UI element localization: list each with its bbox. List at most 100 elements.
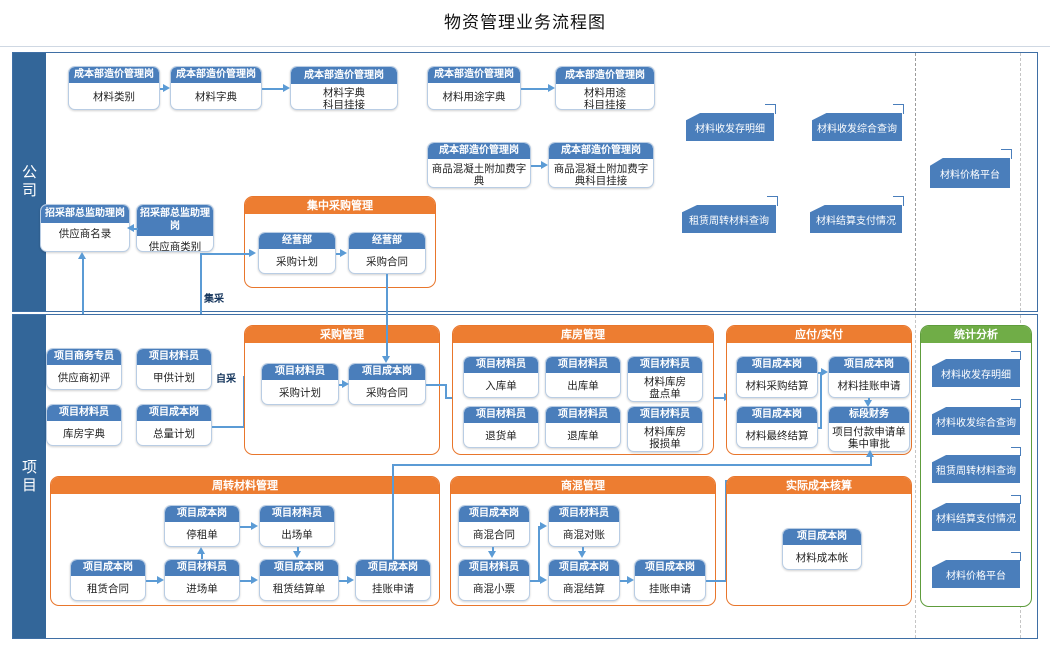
node-material-usage-subject-link[interactable]: 成本部造价管理岗 材料用途 科目挂接 bbox=[555, 66, 655, 110]
analysis-report-price-platform[interactable]: 材料价格平台 bbox=[932, 560, 1020, 588]
analysis-report-inventory-detail[interactable]: 材料收发存明细 bbox=[932, 359, 1020, 387]
node-material-usage-dictionary[interactable]: 成本部造价管理岗 材料用途字典 bbox=[427, 66, 521, 110]
group-title: 应付/实付 bbox=[727, 326, 911, 343]
connector bbox=[212, 426, 244, 428]
report-material-inventory-detail[interactable]: 材料收发存明细 bbox=[686, 113, 774, 141]
connector bbox=[386, 314, 388, 359]
report-corner-mark bbox=[1011, 552, 1021, 561]
node-role: 项目成本岗 bbox=[356, 560, 430, 576]
node-role: 项目材料员 bbox=[546, 357, 620, 373]
connector bbox=[870, 455, 872, 465]
node-concrete-payable-application[interactable]: 项目成本岗 挂账申请 bbox=[634, 559, 706, 601]
arrow-head bbox=[488, 551, 496, 558]
connector bbox=[820, 372, 822, 428]
group-title: 周转材料管理 bbox=[51, 477, 439, 494]
node-material-dictionary-subject-link[interactable]: 成本部造价管理岗 材料字典 科目挂接 bbox=[290, 66, 398, 110]
node-total-quantity-plan[interactable]: 项目成本岗 总量计划 bbox=[136, 404, 212, 446]
arrow-head bbox=[251, 522, 258, 530]
node-role: 项目成本岗 bbox=[737, 407, 817, 423]
arrow-head bbox=[78, 252, 86, 259]
connector bbox=[82, 258, 84, 314]
node-concrete-contract[interactable]: 项目成本岗 商混合同 bbox=[458, 505, 530, 547]
group-title: 库房管理 bbox=[453, 326, 713, 343]
node-role: 项目商务专员 bbox=[47, 349, 121, 365]
node-warehouse-loss-report[interactable]: 项目材料员 材料库房 报损单 bbox=[627, 406, 703, 452]
node-material-cost-ledger[interactable]: 项目成本岗 材料成本帐 bbox=[782, 528, 862, 570]
node-supplier-category[interactable]: 招采部总监助理岗 供应商类别 bbox=[136, 204, 214, 252]
node-task: 甲供计划 bbox=[153, 372, 195, 384]
node-warehouse-stocktaking[interactable]: 项目材料员 材料库房 盘点单 bbox=[627, 356, 703, 402]
report-material-price-platform[interactable]: 材料价格平台 bbox=[930, 158, 1010, 188]
node-central-purchase-contract[interactable]: 经营部 采购合同 bbox=[348, 232, 426, 274]
node-outbound-order[interactable]: 项目材料员 出库单 bbox=[545, 356, 621, 398]
node-concrete-surcharge-dictionary[interactable]: 成本部造价管理岗 商品混凝土附加费字典 bbox=[427, 142, 531, 188]
report-settlement-payment-status[interactable]: 材料结算支付情况 bbox=[810, 205, 902, 233]
connector bbox=[297, 547, 299, 553]
analysis-report-settlement-payment[interactable]: 材料结算支付情况 bbox=[932, 503, 1020, 531]
arrow-head bbox=[627, 576, 634, 584]
node-project-purchase-plan[interactable]: 项目材料员 采购计划 bbox=[261, 363, 339, 405]
node-lease-settlement-order[interactable]: 项目成本岗 租赁结算单 bbox=[259, 559, 339, 601]
node-entry-site-order[interactable]: 项目材料员 进场单 bbox=[164, 559, 240, 601]
report-corner-mark bbox=[1001, 149, 1012, 159]
title-divider bbox=[0, 46, 1050, 47]
node-concrete-reconciliation[interactable]: 项目材料员 商混对账 bbox=[548, 505, 620, 547]
report-lease-turnover-query[interactable]: 租赁周转材料查询 bbox=[682, 205, 776, 233]
node-payment-application-approval[interactable]: 标段财务 项目付款申请单集中审批 bbox=[828, 406, 910, 452]
report-corner-mark bbox=[765, 104, 776, 114]
node-stop-rent-order[interactable]: 项目成本岗 停租单 bbox=[164, 505, 240, 547]
node-turnover-payable-application[interactable]: 项目成本岗 挂账申请 bbox=[355, 559, 431, 601]
arrow-head bbox=[540, 576, 547, 584]
node-task: 材料挂账申请 bbox=[837, 380, 901, 392]
node-task: 租赁结算单 bbox=[272, 583, 326, 595]
node-role: 成本部造价管理岗 bbox=[549, 143, 653, 159]
node-task: 材料库房 报损单 bbox=[644, 426, 686, 450]
node-supplier-directory[interactable]: 招采部总监助理岗 供应商名录 bbox=[40, 204, 130, 252]
node-task: 退库单 bbox=[567, 430, 599, 442]
report-corner-mark bbox=[1011, 495, 1021, 504]
node-task: 采购合同 bbox=[366, 387, 408, 399]
node-material-payable-application[interactable]: 项目成本岗 材料挂账申请 bbox=[828, 356, 910, 398]
node-project-purchase-contract[interactable]: 项目成本岗 采购合同 bbox=[348, 363, 426, 405]
node-role: 成本部造价管理岗 bbox=[556, 67, 654, 84]
arrow-head bbox=[127, 224, 134, 232]
node-task: 材料用途字典 bbox=[442, 91, 506, 103]
report-corner-mark bbox=[893, 196, 904, 206]
node-concrete-settlement[interactable]: 项目成本岗 商混结算 bbox=[548, 559, 620, 601]
node-material-final-settlement[interactable]: 项目成本岗 材料最终结算 bbox=[736, 406, 818, 448]
node-role: 项目材料员 bbox=[260, 506, 334, 522]
node-role: 项目成本岗 bbox=[165, 506, 239, 522]
node-central-purchase-plan[interactable]: 经营部 采购计划 bbox=[258, 232, 336, 274]
node-inbound-order[interactable]: 项目材料员 入库单 bbox=[463, 356, 539, 398]
node-supplier-preliminary-review[interactable]: 项目商务专员 供应商初评 bbox=[46, 348, 122, 390]
node-task: 出场单 bbox=[281, 529, 313, 541]
report-corner-mark bbox=[1011, 351, 1021, 360]
node-material-category[interactable]: 成本部造价管理岗 材料类别 bbox=[68, 66, 160, 110]
analysis-report-receipt-query[interactable]: 材料收发综合查询 bbox=[932, 407, 1020, 435]
node-concrete-ticket[interactable]: 项目材料员 商混小票 bbox=[458, 559, 530, 601]
node-task: 商品混凝土附加费字典科目挂接 bbox=[553, 162, 649, 187]
node-material-dictionary[interactable]: 成本部造价管理岗 材料字典 bbox=[170, 66, 262, 110]
node-role: 招采部总监助理岗 bbox=[41, 205, 129, 223]
arrow-head bbox=[283, 84, 290, 92]
node-task: 商混结算 bbox=[563, 583, 605, 595]
node-role: 成本部造价管理岗 bbox=[428, 67, 520, 83]
node-role: 项目成本岗 bbox=[829, 357, 909, 373]
node-warehouse-dictionary[interactable]: 项目材料员 库房字典 bbox=[46, 404, 122, 446]
node-role: 项目材料员 bbox=[628, 407, 702, 423]
report-material-receipt-query[interactable]: 材料收发综合查询 bbox=[812, 113, 902, 141]
node-lease-contract[interactable]: 项目成本岗 租赁合同 bbox=[70, 559, 146, 601]
node-concrete-surcharge-subject-link[interactable]: 成本部造价管理岗 商品混凝土附加费字典科目挂接 bbox=[548, 142, 654, 188]
node-role: 标段财务 bbox=[829, 407, 909, 423]
node-exit-site-order[interactable]: 项目材料员 出场单 bbox=[259, 505, 335, 547]
arrow-head bbox=[163, 84, 170, 92]
node-material-purchase-settlement[interactable]: 项目成本岗 材料采购结算 bbox=[736, 356, 818, 398]
node-return-to-warehouse-order[interactable]: 项目材料员 退库单 bbox=[545, 406, 621, 448]
connector bbox=[714, 397, 725, 399]
node-return-to-supplier-order[interactable]: 项目材料员 退货单 bbox=[463, 406, 539, 448]
node-role: 项目成本岗 bbox=[459, 506, 529, 522]
analysis-report-lease-turnover[interactable]: 租赁周转材料查询 bbox=[932, 455, 1020, 483]
node-task: 采购计划 bbox=[276, 256, 318, 268]
node-owner-supplied-plan[interactable]: 项目材料员 甲供计划 bbox=[136, 348, 212, 390]
arrow-head bbox=[197, 547, 205, 554]
